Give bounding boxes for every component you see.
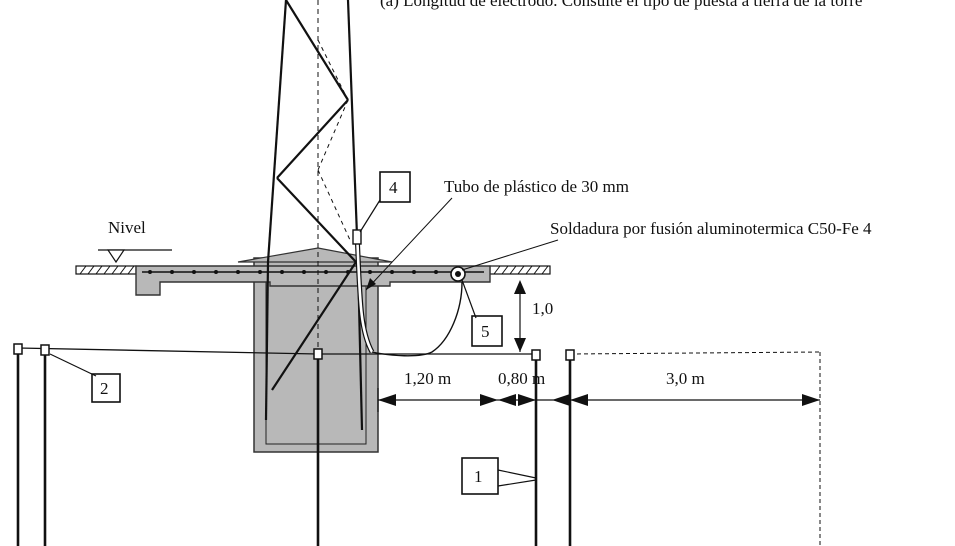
svg-text:1: 1 xyxy=(474,467,483,486)
level-marker xyxy=(98,249,172,264)
label-nivel: Nivel xyxy=(108,218,146,237)
label-dim-1: 1,20 m xyxy=(404,369,451,388)
tube-fitting xyxy=(352,229,362,245)
dashed-conductor-extension xyxy=(569,351,821,355)
dimension-vertical xyxy=(514,280,526,352)
label-tubo: Tubo de plástico de 30 mm xyxy=(444,177,629,196)
callout-5: 5 xyxy=(461,279,503,347)
ground-hatching xyxy=(79,265,549,275)
earth-conductor-loop xyxy=(371,281,463,357)
leader-tubo-arrow xyxy=(366,278,376,290)
leader-soldadura xyxy=(461,239,559,271)
label-soldadura: Soldadura por fusión aluminotermica C50-… xyxy=(550,219,872,238)
horizontal-conductor xyxy=(17,347,319,355)
dimension-horizontal xyxy=(377,388,820,412)
svg-text:5: 5 xyxy=(481,322,490,341)
ground-electrodes xyxy=(16,348,572,546)
svg-text:4: 4 xyxy=(389,178,398,197)
callout-4: 4 xyxy=(359,171,411,233)
label-dim-vertical: 1,0 xyxy=(532,299,553,318)
rebar-line xyxy=(142,270,484,274)
label-dim-3: 3,0 m xyxy=(666,369,705,388)
svg-text:2: 2 xyxy=(100,379,109,398)
dimension-arrows xyxy=(378,394,820,406)
pavement-slab xyxy=(135,265,491,296)
callout-2: 2 xyxy=(49,353,121,403)
tower-dashed-bracing xyxy=(317,39,351,241)
lattice-tower xyxy=(264,0,364,431)
foundation-cap xyxy=(237,247,393,263)
label-dim-2: 0,80 m xyxy=(498,369,545,388)
callout-1: 1 xyxy=(461,457,537,495)
header-text-fragment: (a) Longitud de electrodo. Consulte el t… xyxy=(380,0,862,10)
weld-point xyxy=(450,266,466,282)
electrode-heads xyxy=(13,343,575,361)
plastic-tube-inner xyxy=(355,231,374,353)
leader-tubo xyxy=(365,197,453,291)
